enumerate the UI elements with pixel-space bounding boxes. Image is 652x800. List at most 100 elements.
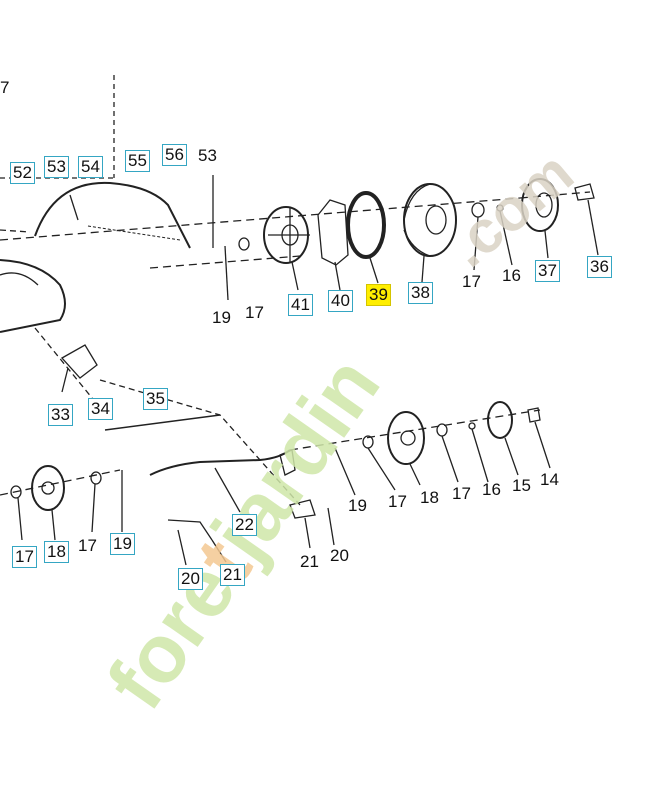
- label-16b: 16: [482, 480, 501, 499]
- bracket-21: [289, 499, 316, 519]
- nut-17a: [238, 237, 250, 251]
- washer-16a: [496, 204, 504, 212]
- label-22: 22: [232, 514, 257, 536]
- leader-17e: [17, 497, 23, 541]
- dash-left-rear: [0, 229, 31, 233]
- label-19a: 19: [212, 308, 231, 327]
- nut-17f: [90, 471, 102, 485]
- label-7: 7: [0, 78, 10, 97]
- leader-37: [544, 230, 549, 259]
- leader-22: [214, 467, 241, 513]
- leader-40: [334, 261, 341, 291]
- rear-frame-bar: [34, 181, 191, 249]
- deck-edge: [0, 259, 66, 333]
- dash-front-axle-left: [0, 469, 121, 496]
- label-18b: 18: [44, 541, 69, 563]
- label-55: 55: [125, 150, 150, 172]
- spring-55: [87, 225, 181, 241]
- label-17b: 17: [462, 272, 481, 291]
- label-14: 14: [540, 470, 559, 489]
- label-40: 40: [328, 290, 353, 312]
- nut-17b: [471, 202, 485, 218]
- cage-40: [317, 199, 349, 266]
- leader-33: [61, 367, 69, 393]
- wheel-38-hub: [425, 205, 447, 235]
- label-17a: 17: [245, 303, 264, 322]
- leader-21a: [304, 517, 311, 549]
- label-52: 52: [10, 162, 35, 184]
- label-53b: 53: [198, 146, 217, 165]
- pin-19a: [224, 245, 229, 301]
- deck-detail: [0, 272, 39, 286]
- washer-16b: [468, 422, 476, 430]
- label-15: 15: [512, 476, 531, 495]
- label-53a: 53: [44, 156, 69, 178]
- nut-17d: [436, 423, 448, 437]
- cap-36: [574, 183, 595, 201]
- label-17e: 17: [12, 546, 37, 568]
- leader-36: [587, 199, 599, 256]
- label-41: 41: [288, 294, 313, 316]
- wheel-38-tread: [403, 183, 431, 257]
- leader-18b: [51, 509, 56, 541]
- hubcap-37: [521, 178, 559, 232]
- dash-rear-axle: [0, 197, 521, 241]
- label-36: 36: [587, 256, 612, 278]
- wheel-18a-hub: [41, 481, 55, 495]
- label-20a: 20: [330, 546, 349, 565]
- bracket-21a: [279, 449, 296, 476]
- leader-41: [291, 261, 299, 291]
- leader-38: [421, 255, 425, 283]
- label-17d: 17: [452, 484, 471, 503]
- nut-17e: [10, 485, 22, 499]
- hubcap-15: [487, 401, 513, 439]
- dash-front-mid: [99, 379, 301, 506]
- wheel-18b: [387, 411, 425, 465]
- leader-17c: [367, 447, 396, 491]
- label-17f: 17: [78, 536, 97, 555]
- label-16a: 16: [502, 266, 521, 285]
- label-17c: 17: [388, 492, 407, 511]
- label-35: 35: [143, 388, 168, 410]
- label-54: 54: [78, 156, 103, 178]
- label-21a: 21: [300, 552, 319, 571]
- leader-20a: [327, 507, 335, 546]
- bracket-34: [60, 344, 98, 379]
- label-20b: 20: [178, 568, 203, 590]
- label-19b: 19: [348, 496, 367, 515]
- rim-41-spokes: [268, 207, 310, 263]
- leader-20b: [177, 529, 187, 566]
- dash-front-axle-right: [289, 409, 541, 451]
- front-axle-22: [149, 449, 291, 476]
- bracket-21b: [167, 519, 213, 541]
- leader-14: [534, 421, 551, 469]
- label-19c: 19: [110, 533, 135, 555]
- wheel-18a: [31, 465, 65, 511]
- dash-rear-axle-right: [519, 191, 591, 199]
- label-21b: 21: [220, 564, 245, 586]
- label-38: 38: [408, 282, 433, 304]
- wheel-38: [403, 183, 457, 257]
- leader-18a: [409, 463, 421, 486]
- label-34: 34: [88, 398, 113, 420]
- leader-17b: [473, 216, 479, 271]
- label-56: 56: [162, 144, 187, 166]
- bolt-53: [69, 194, 79, 221]
- leader-39: [369, 257, 379, 284]
- label-37: 37: [535, 260, 560, 282]
- label-39: 39: [366, 284, 391, 306]
- label-18a: 18: [420, 488, 439, 507]
- leader-21b: [211, 539, 227, 563]
- front-bar-35: [104, 414, 221, 431]
- hubcap-37-center: [535, 192, 553, 218]
- tyre-39: [346, 191, 386, 259]
- cap-14: [527, 407, 541, 423]
- leader-17d: [441, 435, 459, 483]
- leader-16b: [471, 428, 489, 483]
- label-33: 33: [48, 404, 73, 426]
- leader-19b: [334, 447, 356, 496]
- leader-17f: [91, 483, 96, 533]
- leader-15: [504, 437, 519, 476]
